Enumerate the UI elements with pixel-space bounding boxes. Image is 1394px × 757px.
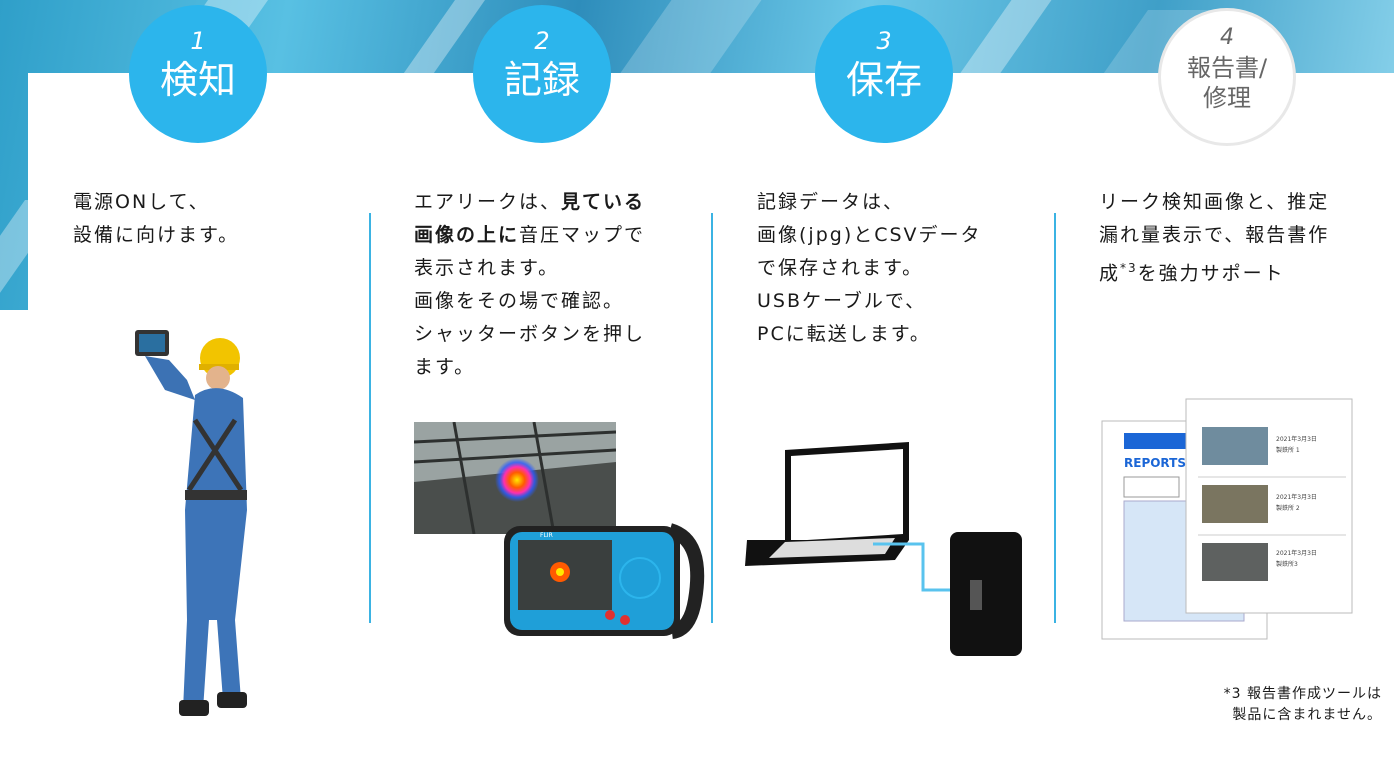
report-row-date: 2021年3月3日: [1276, 435, 1317, 443]
report-row-date: 2021年3月3日: [1276, 493, 1317, 501]
step-number: 3: [876, 27, 892, 55]
step-number: 2: [534, 27, 550, 55]
camera-device: FLIR MINERVA PRO: [504, 523, 705, 639]
step-4-circle: 4 報告書/ 修理: [1158, 8, 1296, 146]
report-header: REPORTS: [1124, 456, 1186, 470]
column-divider: [1054, 213, 1056, 623]
column-divider: [369, 213, 371, 623]
step-label: 修理: [1203, 84, 1251, 112]
step-number: 1: [190, 27, 206, 55]
report-row-place: 製鉄所 2: [1276, 504, 1300, 512]
sound-map-photo: [414, 422, 616, 534]
step-label: 保存: [845, 58, 922, 102]
column-divider: [711, 213, 713, 623]
step-3-circle: 3 保存: [815, 5, 953, 143]
desc-text: を強力サポート: [1137, 262, 1285, 285]
step-1-description: 電源ONして、 設備に向けます。: [73, 191, 240, 246]
footnote: *3 報告書作成ツールは 製品に含まれません。: [1223, 686, 1382, 723]
desc-text: エアリークは、: [414, 191, 562, 213]
step-2-description: エアリークは、見ている 画像の上に音圧マップで 表示されます。 画像をその場で確…: [414, 186, 704, 384]
step-2-circle: 2 記録: [473, 5, 611, 143]
step-label: 報告書/: [1186, 54, 1268, 82]
report-document-illustration: REPORTS 2021年3月3日 製鉄所 1 2021年3月3日 製鉄所 2 …: [1101, 398, 1353, 640]
report-row-place: 製鉄所 1: [1276, 446, 1300, 454]
footnote-ref: *3: [1120, 261, 1138, 275]
step-label: 検知: [159, 58, 236, 102]
report-row-date: 2021年3月3日: [1276, 549, 1317, 557]
step-number: 4: [1220, 25, 1234, 50]
worker-illustration: [135, 330, 247, 716]
desc-emphasis: 画像の上に: [414, 224, 520, 246]
device-brand: FLIR: [540, 532, 553, 539]
desc-text: 音圧マップで 表示されます。 画像をその場で確認。 シャッターボタンを押し ます…: [414, 224, 646, 378]
desc-emphasis: 見ている: [561, 191, 646, 213]
step-4-description: リーク検知画像と、推定 漏れ量表示で、報告書作 成*3を強力サポート: [1099, 186, 1389, 290]
device-model: MINERVA PRO: [560, 630, 594, 636]
step-1-circle: 1 検知: [129, 5, 267, 143]
step-label: 記録: [503, 58, 580, 102]
step-3-description: 記録データは、 画像(jpg)とCSVデータ で保存されます。 USBケーブルで…: [757, 191, 982, 345]
report-row-place: 製鉄所3: [1276, 560, 1298, 568]
laptop-transfer-illustration: [745, 442, 1022, 656]
desc-text: リーク検知画像と、推定 漏れ量表示で、報告書作 成: [1099, 191, 1330, 285]
